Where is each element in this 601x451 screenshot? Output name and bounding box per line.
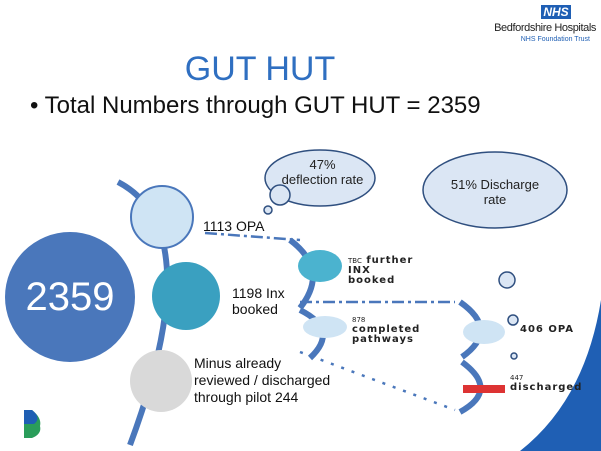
outpatient-icon xyxy=(130,185,194,249)
org-subtitle: NHS Foundation Trust xyxy=(520,36,590,43)
discharged-count: 447 xyxy=(510,374,524,382)
discharged-label: discharged xyxy=(510,382,583,393)
brand-logo-icon xyxy=(24,410,41,438)
org-name: Bedfordshire Hospitals xyxy=(494,22,596,34)
pilot-project-icon xyxy=(130,350,192,412)
deflection-text: 47% deflection rate xyxy=(281,157,364,187)
discharged-icon xyxy=(463,385,505,393)
investigations-icon xyxy=(152,262,220,330)
completed-label: completed pathways xyxy=(352,324,421,345)
nhs-logo: NHS xyxy=(541,5,571,19)
completed-icon xyxy=(303,316,347,338)
bullet-total: • Total Numbers through GUT HUT = 2359 xyxy=(30,92,481,119)
further-count: TBC xyxy=(348,257,362,265)
bullet-text: Total Numbers through GUT HUT = 2359 xyxy=(44,92,481,119)
slide-title: GUT HUT xyxy=(184,50,336,88)
corner-arc xyxy=(520,300,601,451)
minus-label: Minus already reviewed / discharged thro… xyxy=(194,355,331,405)
opa-label: 1113 OPA xyxy=(203,218,265,234)
discharge-text: 51% Discharge rate xyxy=(450,177,540,207)
dash-opa xyxy=(204,231,301,242)
opa-icon xyxy=(463,320,505,344)
opa-outcome-label: 406 OPA xyxy=(520,324,575,335)
further-inx-icon xyxy=(298,250,342,282)
further-label: further INX booked xyxy=(348,255,414,286)
total-circle: 2359 xyxy=(5,232,135,362)
cloud-deflection xyxy=(263,149,376,215)
inx-label: 1198 Inx booked xyxy=(232,285,285,317)
completed-count: 878 xyxy=(352,316,366,324)
cloud-discharge xyxy=(422,151,568,360)
